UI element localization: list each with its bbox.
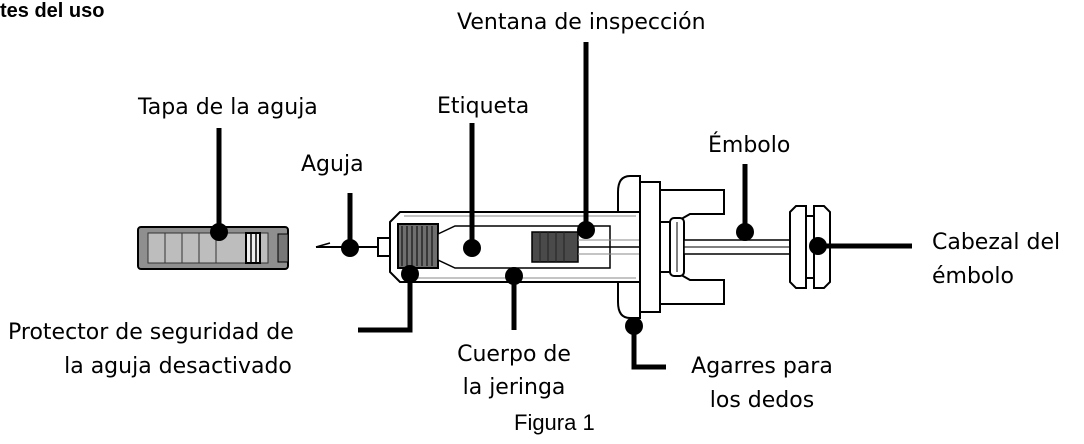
label-inspection-window: Ventana de inspección (457, 10, 706, 35)
callout-lines (216, 42, 912, 370)
label-plunger-head-1: Cabezal del (932, 230, 1061, 255)
finger-grips-drawing (617, 175, 725, 319)
label-needle: Aguja (301, 152, 364, 177)
label-needle-cap: Tapa de la aguja (138, 95, 318, 120)
section-heading: tes del uso (0, 0, 105, 22)
label-label: Etiqueta (437, 94, 530, 119)
callout-dots (210, 221, 827, 335)
figure-caption: Figura 1 (514, 410, 595, 435)
label-needle-guard-1: Protector de seguridad de (8, 320, 294, 345)
plunger-drawing (683, 205, 831, 289)
label-plunger-head-2: émbolo (932, 264, 1014, 289)
label-finger-grips-2: los dedos (709, 388, 815, 413)
label-plunger: Émbolo (708, 133, 791, 158)
label-needle-guard-2: la aguja desactivado (64, 354, 292, 379)
needle-cap-drawing (137, 226, 289, 270)
label-syringe-body-1: Cuerpo de (457, 342, 571, 367)
label-finger-grips-1: Agarres para (691, 354, 833, 379)
label-syringe-body-2: la jeringa (462, 375, 566, 400)
